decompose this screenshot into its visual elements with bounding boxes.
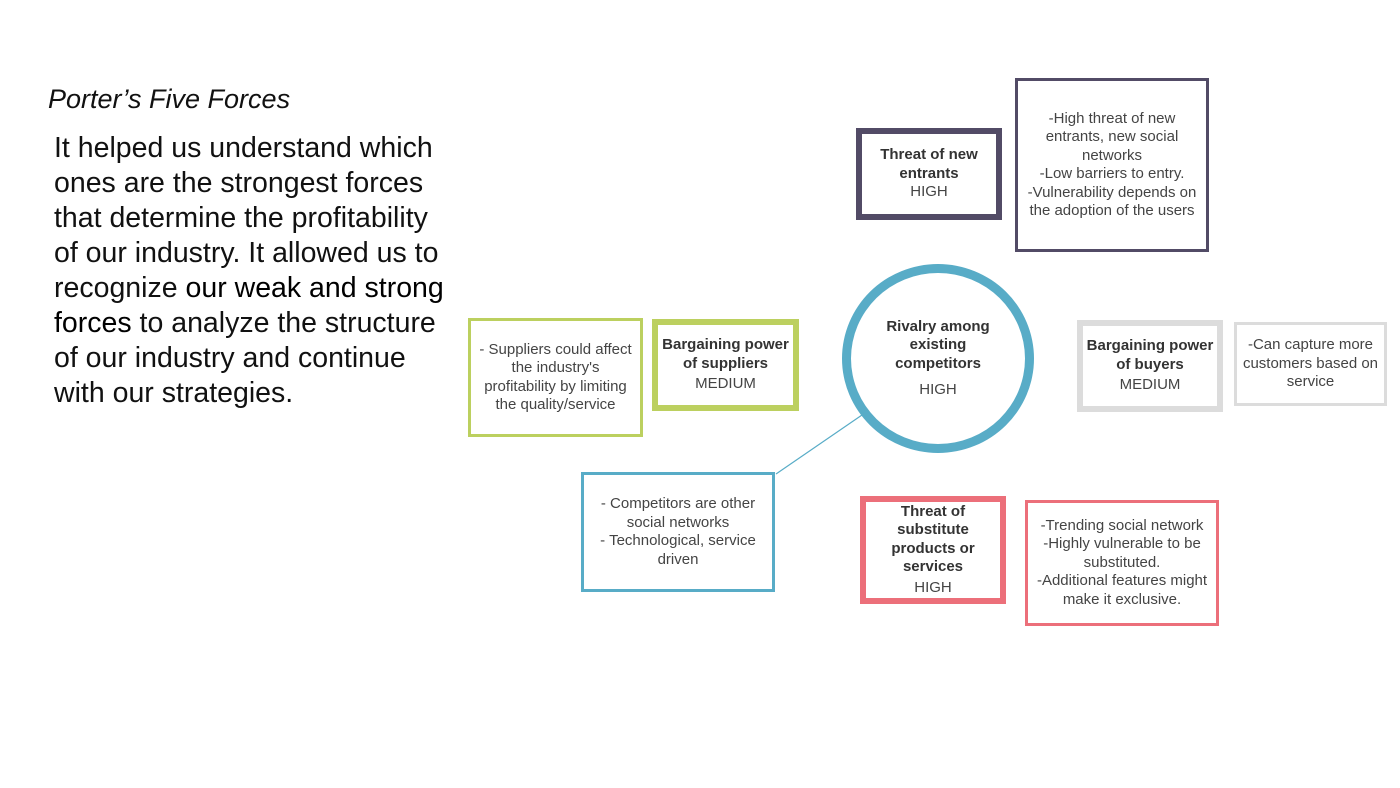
force-rivalry-title: Rivalry among existing competitors [886,317,990,372]
body-text-outro: to analyze the structure of our industry… [54,307,436,409]
force-rivalry-circle: Rivalry among existing competitors HIGH [842,264,1034,453]
slide-body: It helped us understand which ones are t… [54,131,446,411]
force-suppliers-box: Bargaining power of suppliers MEDIUM [652,319,799,411]
body-text-intro: It helped us understand which ones are t… [54,132,439,304]
force-rivalry-note: - Competitors are other social networks … [581,472,775,592]
force-suppliers-title: Bargaining power of suppliers [662,336,789,372]
force-suppliers-note: - Suppliers could affect the industry's … [468,318,643,437]
body-text-emphasis: our weak and strong forces [54,272,444,339]
force-buyers-note: -Can capture more customers based on ser… [1234,322,1387,406]
force-new-entrants-level: HIGH [910,183,948,201]
force-new-entrants-box: Threat of new entrants HIGH [856,128,1002,220]
force-buyers-title: Bargaining power of buyers [1086,337,1214,373]
force-new-entrants-title: Threat of new entrants [880,146,978,182]
force-rivalry-level: HIGH [919,381,957,398]
force-substitutes-box: Threat of substitute products or service… [860,496,1006,604]
slide-title: Porter’s Five Forces [48,84,291,114]
force-substitutes-note: -Trending social network -Highly vulnera… [1025,500,1219,626]
force-buyers-box: Bargaining power of buyers MEDIUM [1077,320,1223,412]
force-substitutes-level: HIGH [914,578,952,596]
force-buyers-level: MEDIUM [1119,376,1181,394]
force-suppliers-level: MEDIUM [695,375,756,393]
force-new-entrants-note: -High threat of new entrants, new social… [1015,78,1209,252]
force-substitutes-title: Threat of substitute products or service… [891,502,975,576]
